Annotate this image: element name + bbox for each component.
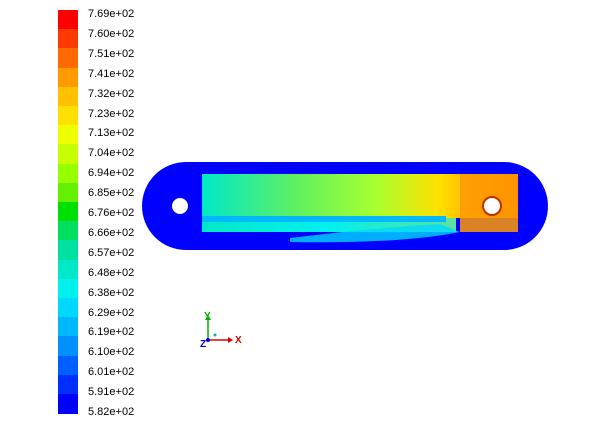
colorbar-tick-label: 5.91e+02 <box>88 386 135 399</box>
colorbar-swatch <box>58 106 78 126</box>
colorbar-swatch <box>58 125 78 146</box>
colorbar-swatch <box>58 336 78 357</box>
colorbar-swatch <box>58 394 78 414</box>
colorbar-swatch <box>58 355 78 376</box>
colorbar-swatch <box>58 163 78 184</box>
inner-wall <box>202 216 446 222</box>
colorbar-swatch <box>58 48 78 69</box>
colorbar-swatch <box>58 317 78 338</box>
colorbar-tick-label: 6.48e+02 <box>88 266 135 279</box>
colorbar-swatch <box>58 374 78 395</box>
colorbar-swatch <box>58 221 78 242</box>
colorbar-tick-label: 6.29e+02 <box>88 306 135 319</box>
colorbar-tick-label: 6.38e+02 <box>88 286 135 299</box>
colorbar-tick-label: 7.04e+02 <box>88 147 135 160</box>
colorbar-tick-label: 7.69e+02 <box>88 8 135 20</box>
colorbar-swatch <box>58 29 78 50</box>
colorbar-tick-label: 6.94e+02 <box>88 167 135 180</box>
temperature-contour-plot[interactable] <box>140 158 550 258</box>
colorbar-tick-label: 7.51e+02 <box>88 47 135 60</box>
colorbar-tick-label: 6.76e+02 <box>88 207 135 219</box>
y-axis-label: Y <box>204 312 211 322</box>
colorbar-swatch <box>58 278 78 299</box>
axes-triad: X Y Z <box>200 312 242 350</box>
x-axis-label: X <box>235 335 242 346</box>
colorbar-tick-label: 6.66e+02 <box>88 226 135 239</box>
colorbar-swatch <box>58 10 78 30</box>
colorbar-tick-label: 7.41e+02 <box>88 67 135 80</box>
colorbar-swatch <box>58 144 78 165</box>
colorbar-tick-label: 7.32e+02 <box>88 87 135 100</box>
colorbar-tick-label: 7.13e+02 <box>88 127 135 140</box>
plume-region <box>290 224 460 243</box>
colorbar-swatch <box>58 259 78 280</box>
colorbar-tick-label: 6.10e+02 <box>88 346 135 359</box>
colorbar-swatch <box>58 67 78 88</box>
colorbar-tick-label: 6.57e+02 <box>88 246 135 259</box>
colorbar-tick-label: 6.85e+02 <box>88 187 135 200</box>
right-hole <box>482 196 502 216</box>
colorbar-tick-label: 6.01e+02 <box>88 366 135 379</box>
colorbar <box>58 10 78 414</box>
colorbar-tick-label: 5.82e+02 <box>88 406 135 418</box>
z-axis-label: Z <box>200 339 206 350</box>
colorbar-tick-label: 6.19e+02 <box>88 326 135 339</box>
colorbar-swatch <box>58 182 78 203</box>
colorbar-swatch <box>58 86 78 107</box>
colorbar-swatch <box>58 298 78 318</box>
colorbar-swatch <box>58 202 78 222</box>
colorbar-tick-label: 7.60e+02 <box>88 27 135 40</box>
colorbar-swatch <box>58 240 78 261</box>
left-hole <box>172 198 188 214</box>
colorbar-tick-label: 7.23e+02 <box>88 107 135 120</box>
